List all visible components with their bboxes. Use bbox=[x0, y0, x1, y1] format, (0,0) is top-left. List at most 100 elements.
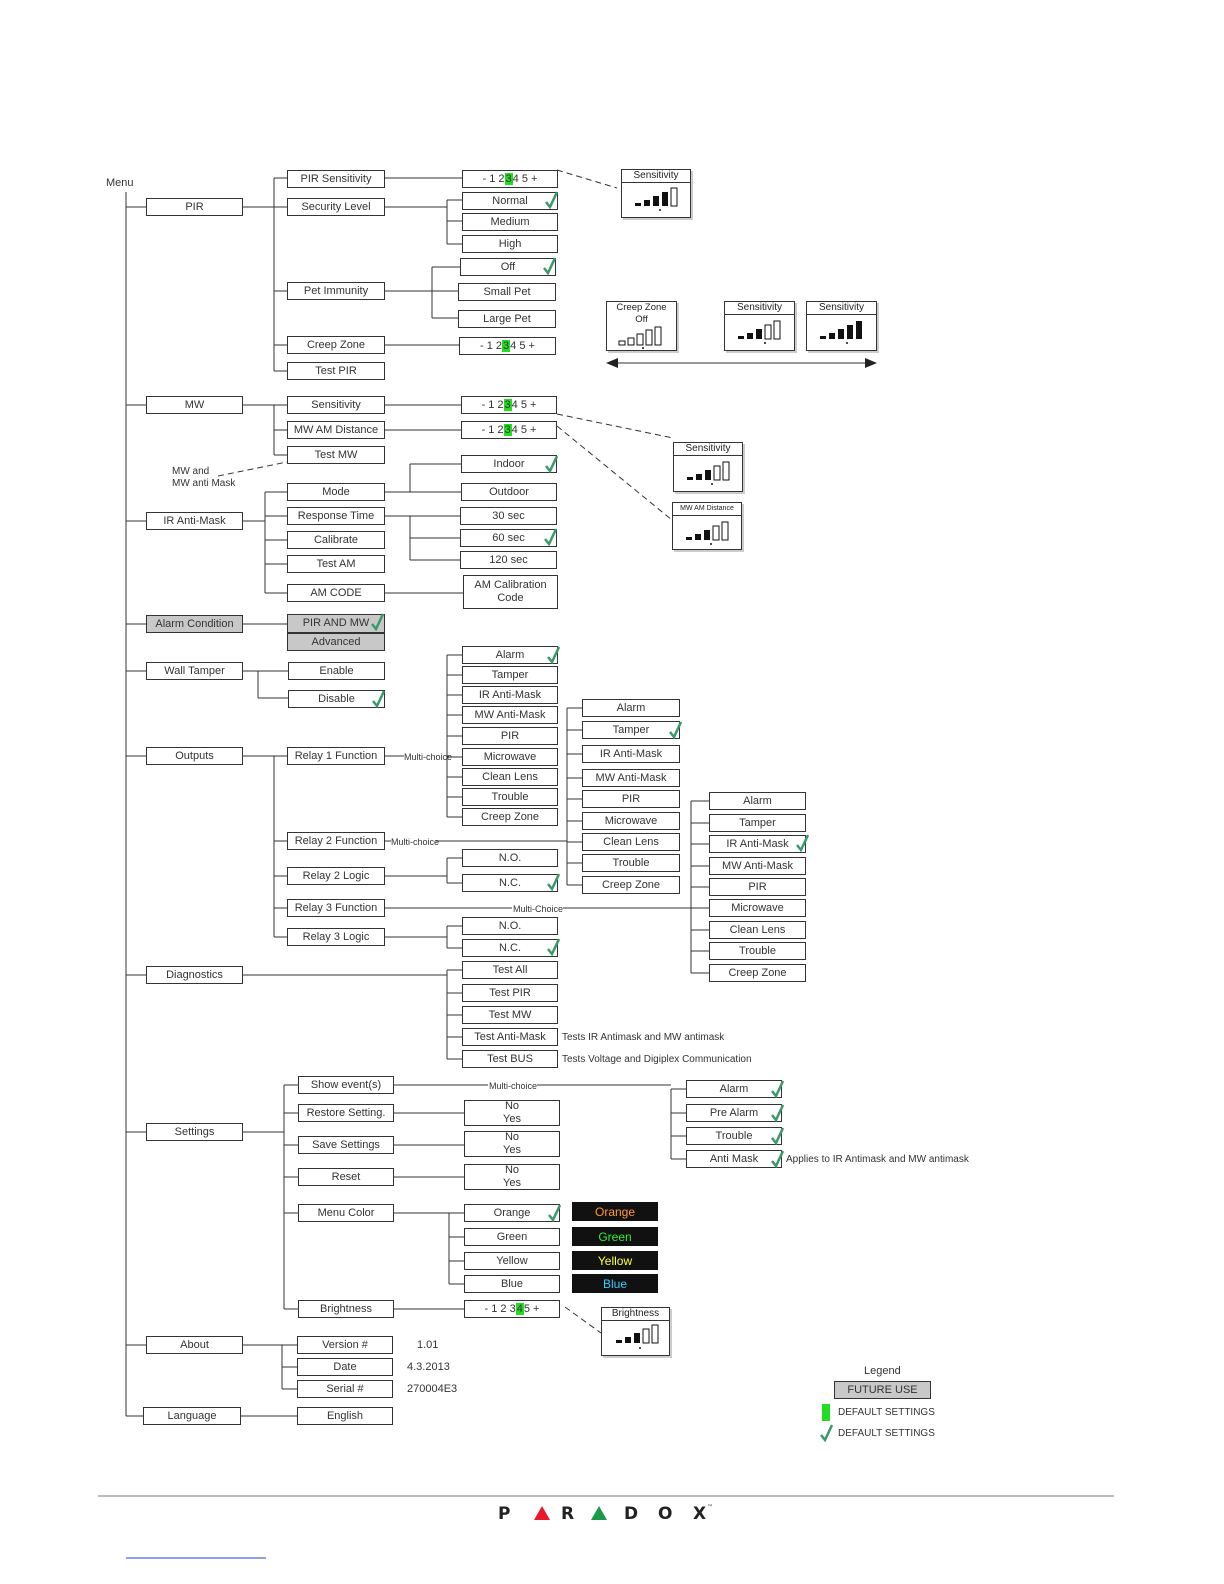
show-anti-mask-option[interactable]: Anti Mask bbox=[686, 1150, 782, 1168]
restore-no-yes-option[interactable]: No Yes bbox=[464, 1100, 560, 1126]
mode-indoor-option[interactable]: Indoor bbox=[461, 455, 557, 473]
r3-event-pir[interactable]: PIR bbox=[709, 878, 806, 896]
brightness-item[interactable]: Brightness bbox=[298, 1300, 394, 1318]
show-alarm-option[interactable]: Alarm bbox=[686, 1080, 782, 1098]
r1-event-pir[interactable]: PIR bbox=[462, 727, 558, 745]
pir-menu[interactable]: PIR bbox=[146, 198, 243, 216]
color-green-option[interactable]: Green bbox=[464, 1228, 560, 1246]
test-mw-item[interactable]: Test MW bbox=[287, 446, 385, 464]
r2-event-creep-zone[interactable]: Creep Zone bbox=[582, 876, 680, 894]
pet-immunity-item[interactable]: Pet Immunity bbox=[287, 282, 385, 300]
r2-event-microwave[interactable]: Microwave bbox=[582, 812, 680, 830]
r2-event-alarm[interactable]: Alarm bbox=[582, 699, 680, 717]
security-level-item[interactable]: Security Level bbox=[287, 198, 385, 216]
reset-item[interactable]: Reset bbox=[298, 1168, 394, 1186]
mw-sensitivity-scale[interactable]: - 1 2 3 4 5 + bbox=[461, 396, 557, 414]
date-item[interactable]: Date bbox=[297, 1358, 393, 1376]
show-events-item[interactable]: Show event(s) bbox=[298, 1076, 394, 1094]
r2-event-mw-antimask[interactable]: MW Anti-Mask bbox=[582, 769, 680, 787]
enable-option[interactable]: Enable bbox=[288, 662, 385, 680]
diagnostics-menu[interactable]: Diagnostics bbox=[146, 966, 243, 984]
r2-logic-nc[interactable]: N.C. bbox=[462, 874, 558, 892]
calibrate-item[interactable]: Calibrate bbox=[287, 531, 385, 549]
r1-event-alarm[interactable]: Alarm bbox=[462, 646, 558, 664]
mode-item[interactable]: Mode bbox=[287, 483, 385, 501]
security-normal-option[interactable]: Normal bbox=[462, 192, 558, 210]
pet-off-option[interactable]: Off bbox=[460, 258, 556, 276]
r3-event-mw-antimask[interactable]: MW Anti-Mask bbox=[709, 857, 806, 875]
r2-event-pir[interactable]: PIR bbox=[582, 790, 680, 808]
response-120-option[interactable]: 120 sec bbox=[460, 551, 557, 569]
restore-setting-item[interactable]: Restore Setting. bbox=[298, 1104, 394, 1122]
pir-sensitivity-scale[interactable]: - 1 2 3 4 5 + bbox=[462, 170, 558, 188]
security-high-option[interactable]: High bbox=[462, 235, 558, 253]
r3-event-creep-zone[interactable]: Creep Zone bbox=[709, 964, 806, 982]
am-code-item[interactable]: AM CODE bbox=[287, 584, 385, 602]
brightness-scale[interactable]: - 1 2 3 4 5 + bbox=[464, 1300, 560, 1318]
diag-test-pir-item[interactable]: Test PIR bbox=[462, 984, 558, 1002]
show-trouble-option[interactable]: Trouble bbox=[686, 1127, 782, 1145]
test-antimask-item[interactable]: Test Anti-Mask bbox=[462, 1028, 558, 1046]
relay1-function-item[interactable]: Relay 1 Function bbox=[287, 747, 385, 765]
test-am-item[interactable]: Test AM bbox=[287, 555, 385, 573]
mw-am-distance-item[interactable]: MW AM Distance bbox=[287, 421, 385, 439]
r1-event-creep-zone[interactable]: Creep Zone bbox=[462, 808, 558, 826]
settings-menu[interactable]: Settings bbox=[146, 1123, 243, 1141]
pet-large-option[interactable]: Large Pet bbox=[458, 310, 556, 328]
r1-event-trouble[interactable]: Trouble bbox=[462, 788, 558, 806]
r1-event-clean-lens[interactable]: Clean Lens bbox=[462, 768, 558, 786]
diag-test-mw-item[interactable]: Test MW bbox=[462, 1006, 558, 1024]
response-60-option[interactable]: 60 sec bbox=[460, 529, 557, 547]
test-all-item[interactable]: Test All bbox=[462, 961, 558, 979]
mw-am-distance-scale[interactable]: - 1 2 3 4 5 + bbox=[461, 421, 557, 439]
response-time-item[interactable]: Response Time bbox=[287, 507, 385, 525]
save-no-yes-option[interactable]: No Yes bbox=[464, 1131, 560, 1157]
save-settings-item[interactable]: Save Settings bbox=[298, 1136, 394, 1154]
r3-event-clean-lens[interactable]: Clean Lens bbox=[709, 921, 806, 939]
about-menu[interactable]: About bbox=[146, 1336, 243, 1354]
pir-and-mw-option[interactable]: PIR AND MW bbox=[287, 614, 385, 633]
test-bus-item[interactable]: Test BUS bbox=[462, 1050, 558, 1068]
r3-logic-nc[interactable]: N.C. bbox=[462, 939, 558, 957]
menu-color-item[interactable]: Menu Color bbox=[298, 1204, 394, 1222]
relay3-function-item[interactable]: Relay 3 Function bbox=[287, 899, 385, 917]
r2-event-clean-lens[interactable]: Clean Lens bbox=[582, 833, 680, 851]
test-pir-item[interactable]: Test PIR bbox=[287, 362, 385, 380]
color-orange-option[interactable]: Orange bbox=[464, 1204, 560, 1222]
wall-tamper-menu[interactable]: Wall Tamper bbox=[146, 662, 243, 680]
r2-logic-no[interactable]: N.O. bbox=[462, 849, 558, 867]
english-option[interactable]: English bbox=[297, 1407, 393, 1425]
response-30-option[interactable]: 30 sec bbox=[460, 507, 557, 525]
relay2-function-item[interactable]: Relay 2 Function bbox=[287, 832, 385, 850]
r3-event-microwave[interactable]: Microwave bbox=[709, 899, 806, 917]
r1-event-microwave[interactable]: Microwave bbox=[462, 748, 558, 766]
show-pre-alarm-option[interactable]: Pre Alarm bbox=[686, 1104, 782, 1122]
language-menu[interactable]: Language bbox=[143, 1407, 241, 1425]
version-item[interactable]: Version # bbox=[297, 1336, 393, 1354]
mode-outdoor-option[interactable]: Outdoor bbox=[461, 483, 557, 501]
pet-small-option[interactable]: Small Pet bbox=[458, 283, 556, 301]
r2-event-tamper[interactable]: Tamper bbox=[582, 721, 680, 739]
color-blue-option[interactable]: Blue bbox=[464, 1275, 560, 1293]
r3-event-trouble[interactable]: Trouble bbox=[709, 942, 806, 960]
creep-zone-item[interactable]: Creep Zone bbox=[287, 336, 385, 354]
advanced-option[interactable]: Advanced bbox=[287, 633, 385, 651]
r3-logic-no[interactable]: N.O. bbox=[462, 917, 558, 935]
mw-menu[interactable]: MW bbox=[146, 396, 243, 414]
r1-event-mw-antimask[interactable]: MW Anti-Mask bbox=[462, 706, 558, 724]
r3-event-ir-antimask[interactable]: IR Anti-Mask bbox=[709, 835, 806, 853]
creep-zone-scale[interactable]: - 1 2 3 4 5 + bbox=[459, 337, 556, 355]
mw-sensitivity-item[interactable]: Sensitivity bbox=[287, 396, 385, 414]
pir-sensitivity-item[interactable]: PIR Sensitivity bbox=[287, 170, 385, 188]
relay2-logic-item[interactable]: Relay 2 Logic bbox=[287, 867, 385, 885]
alarm-condition-menu[interactable]: Alarm Condition bbox=[146, 615, 243, 633]
r2-event-ir-antimask[interactable]: IR Anti-Mask bbox=[582, 745, 680, 763]
security-medium-option[interactable]: Medium bbox=[462, 213, 558, 231]
r1-event-ir-antimask[interactable]: IR Anti-Mask bbox=[462, 686, 558, 704]
outputs-menu[interactable]: Outputs bbox=[146, 747, 243, 765]
r1-event-tamper[interactable]: Tamper bbox=[462, 666, 558, 684]
serial-item[interactable]: Serial # bbox=[297, 1380, 393, 1398]
reset-no-yes-option[interactable]: No Yes bbox=[464, 1164, 560, 1190]
r2-event-trouble[interactable]: Trouble bbox=[582, 854, 680, 872]
r3-event-alarm[interactable]: Alarm bbox=[709, 792, 806, 810]
